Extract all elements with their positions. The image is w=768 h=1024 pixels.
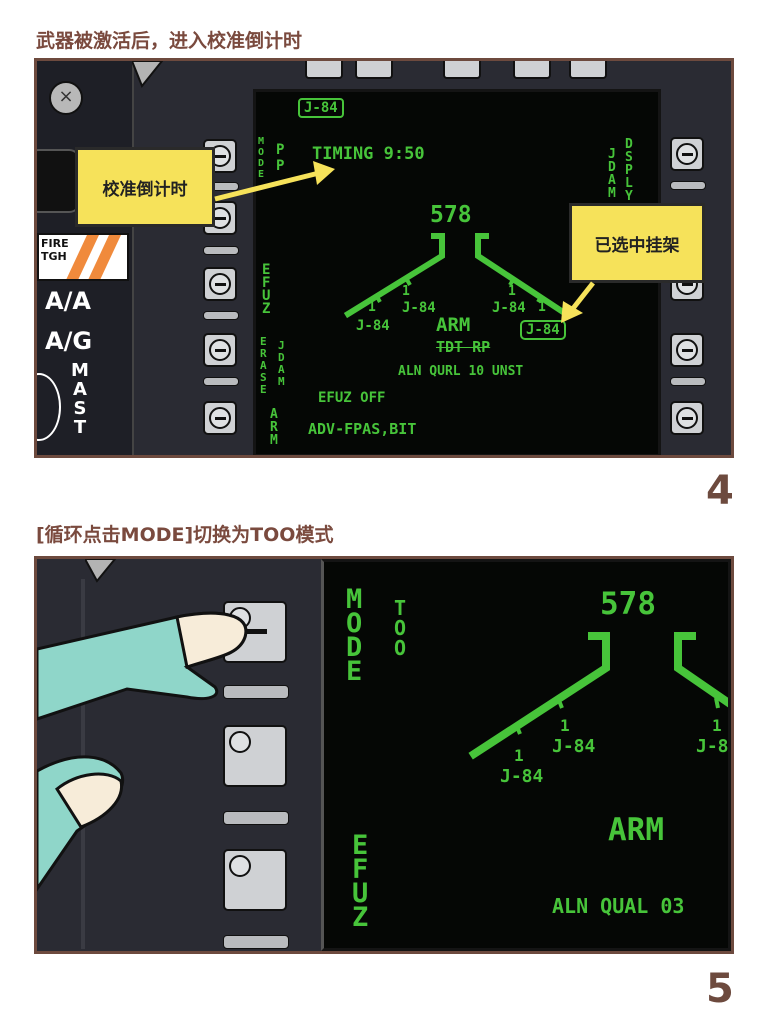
osb-left-bar-2 [203, 246, 239, 255]
panel5-page-number: 5 [706, 966, 734, 1012]
top-tag: J-84 [298, 98, 344, 118]
station-3-num: 1 [508, 284, 516, 299]
panel4-caption: 武器被激活后，进入校准倒计时 [36, 30, 303, 52]
selected-station-box[interactable]: J-84 [520, 320, 566, 340]
aln-status-line: ALN QURL 10 UNST [398, 364, 524, 379]
fire-label-2: TGH [41, 250, 67, 263]
station-3-weapon: J-84 [492, 300, 526, 316]
timing-readout[interactable]: TIMING 9:50 [312, 144, 425, 164]
osb-bar-1 [223, 685, 289, 699]
heading-value: 578 [600, 586, 656, 622]
osb-left-4[interactable] [203, 333, 237, 367]
fire-panel: FIRE TGH [37, 233, 129, 281]
station-2-weapon: J-84 [402, 300, 436, 316]
osb-left-bar-4 [203, 377, 239, 386]
osb-right-bar-1 [670, 181, 706, 190]
osb-button-2[interactable] [223, 725, 287, 787]
station-1-num: 1 [368, 300, 376, 315]
station-1-weapon: J-84 [500, 766, 544, 787]
station-callout: 已选中挂架 [569, 203, 705, 283]
tdt-rp-struck: TDT RP [436, 338, 491, 356]
osb-bar-3 [223, 935, 289, 949]
arm-status: ARM [436, 314, 471, 336]
aln-status-line: ALN QUAL 03 [552, 894, 685, 918]
aa-label: A/A [45, 287, 91, 315]
top-osb-5[interactable] [569, 61, 607, 79]
osb-right-bar-3 [670, 377, 706, 386]
osb-left-3[interactable] [203, 267, 237, 301]
efuz-osb-button[interactable] [223, 849, 287, 911]
station-3-num: 1 [712, 716, 722, 735]
efuz-off-label: EFUZ OFF [318, 390, 386, 406]
top-osb-1[interactable] [305, 61, 343, 79]
top-osb-3[interactable] [443, 61, 481, 79]
heading-value: 578 [430, 202, 472, 228]
station-2-weapon: J-84 [552, 736, 596, 757]
station-2-num: 1 [402, 284, 410, 299]
bezel-notch [85, 559, 117, 583]
arm-status: ARM [608, 812, 664, 848]
callout-arrows [214, 161, 595, 323]
glove-hand [37, 611, 248, 892]
osb-bar-2 [223, 811, 289, 825]
close-knob-icon[interactable]: × [49, 81, 83, 115]
fire-label: FIRE [41, 237, 69, 250]
osb-left-5[interactable] [203, 401, 237, 435]
station-1-weapon: J-84 [356, 318, 390, 334]
osb-right-3[interactable] [670, 333, 704, 367]
station-3-weapon: J-8 [696, 736, 729, 757]
ag-label: A/G [45, 327, 93, 355]
bezel-notch [132, 61, 164, 88]
osb-right-4[interactable] [670, 401, 704, 435]
panel5-caption: [循环点击MODE]切换为TOO模式 [36, 524, 334, 546]
top-osb-2[interactable] [355, 61, 393, 79]
station-1-num: 1 [514, 746, 524, 765]
osb-right-1[interactable] [670, 137, 704, 171]
adv-fpas-line: ADV-FPAS,BIT [308, 420, 417, 438]
panel4-page-number: 4 [706, 468, 734, 514]
timing-callout: 校准倒计时 [75, 147, 215, 227]
station-diagram [468, 632, 728, 760]
station-2-num: 1 [560, 716, 570, 735]
osb-left-bar-3 [203, 311, 239, 320]
station-diagram [343, 233, 571, 319]
top-osb-4[interactable] [513, 61, 551, 79]
station-4-num: 1 [538, 300, 546, 315]
